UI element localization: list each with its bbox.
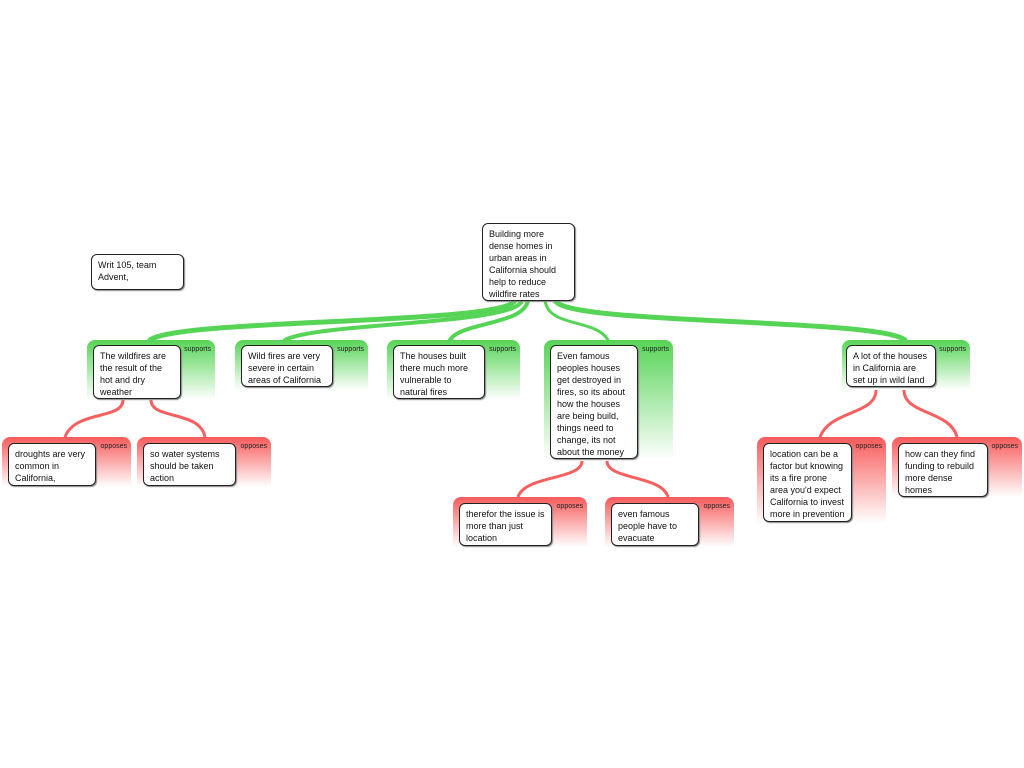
opposes-label: opposes: [556, 503, 583, 510]
oppose-text: therefor the issue is more than just loc…: [466, 509, 545, 543]
main-claim-box[interactable]: Building more dense homes in urban areas…: [482, 223, 575, 301]
supports-label: supports: [184, 346, 211, 353]
support-text: The houses built there much more vulnera…: [400, 351, 469, 397]
support-link: [552, 297, 908, 343]
opposes-label: opposes: [991, 443, 1018, 450]
oppose-link: [818, 389, 878, 438]
oppose-box[interactable]: droughts are very common in California,: [8, 443, 96, 486]
oppose-text: location can be a factor but knowing its…: [770, 449, 845, 519]
oppose-text: even famous people have to evacuate: [618, 509, 678, 543]
support-text: Even famous peoples houses get destroyed…: [557, 351, 626, 457]
support-text: Wild fires are very severe in certain ar…: [248, 351, 322, 385]
support-box[interactable]: The wildfires are the result of the hot …: [93, 345, 181, 399]
oppose-link: [149, 399, 207, 438]
oppose-link: [605, 460, 670, 498]
supports-label: supports: [642, 346, 669, 353]
opposes-label: opposes: [855, 443, 882, 450]
support-text: A lot of the houses in California are se…: [853, 351, 928, 385]
note-text: Writ 105, team Advent,: [98, 260, 157, 282]
supports-label: supports: [489, 346, 516, 353]
opposes-label: opposes: [100, 443, 127, 450]
supports-label: supports: [337, 346, 364, 353]
support-box[interactable]: Wild fires are very severe in certain ar…: [241, 345, 333, 387]
support-link: [283, 298, 524, 342]
main-claim-text: Building more dense homes in urban areas…: [489, 229, 557, 299]
oppose-box[interactable]: so water systems should be taken action: [143, 443, 236, 486]
oppose-text: droughts are very common in California,: [15, 449, 86, 483]
oppose-link: [902, 389, 959, 438]
support-link: [448, 298, 530, 342]
support-box[interactable]: Even famous peoples houses get destroyed…: [550, 345, 638, 459]
support-text: The wildfires are the result of the hot …: [100, 351, 167, 397]
opposes-label: opposes: [240, 443, 267, 450]
support-box[interactable]: A lot of the houses in California are se…: [846, 345, 936, 387]
oppose-box[interactable]: even famous people have to evacuate: [611, 503, 699, 546]
oppose-box[interactable]: therefor the issue is more than just loc…: [459, 503, 552, 546]
note-box[interactable]: Writ 105, team Advent,: [91, 254, 184, 290]
oppose-text: how can they find funding to rebuild mor…: [905, 449, 976, 495]
oppose-box[interactable]: how can they find funding to rebuild mor…: [898, 443, 988, 497]
support-link: [147, 297, 518, 343]
opposes-label: opposes: [703, 503, 730, 510]
support-box[interactable]: The houses built there much more vulnera…: [393, 345, 485, 399]
oppose-link: [63, 399, 125, 438]
oppose-text: so water systems should be taken action: [150, 449, 220, 483]
support-link: [543, 298, 610, 342]
oppose-box[interactable]: location can be a factor but knowing its…: [763, 443, 852, 522]
oppose-link: [516, 460, 584, 498]
supports-label: supports: [939, 346, 966, 353]
